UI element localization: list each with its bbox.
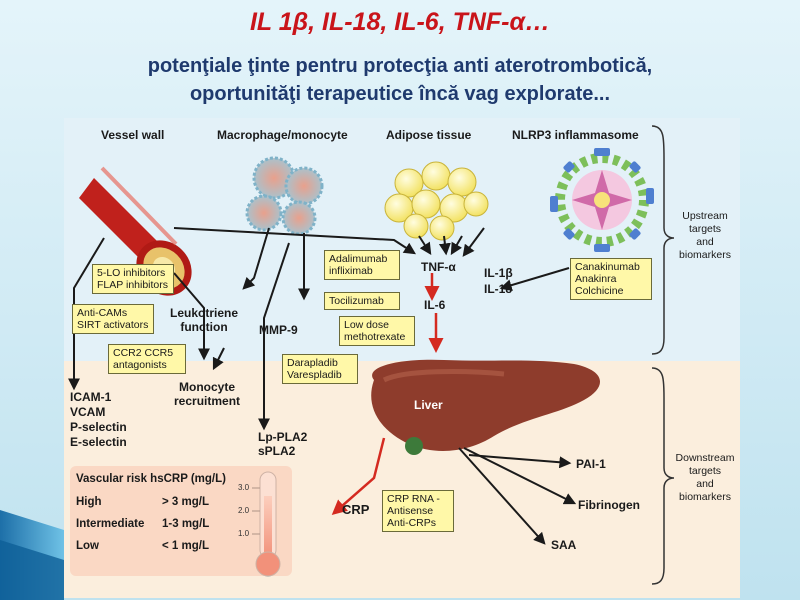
brackets: [651, 125, 675, 585]
il6-label: IL-6: [424, 298, 446, 312]
slide-subtitle: potenţiale ţinte pentru protecţia anti a…: [0, 52, 800, 108]
vessel-wall-label: Vessel wall: [101, 128, 165, 142]
il1-beta-label: IL-1β: [484, 266, 513, 280]
saa-label: SAA: [551, 538, 577, 552]
risk-level-intermediate: Intermediate: [76, 518, 145, 530]
risk-value-intermediate: 1-3 mg/L: [162, 518, 210, 530]
thermometer-tick-2: 2.0: [238, 506, 250, 515]
risk-level-low: Low: [76, 540, 99, 552]
black-arrows: [68, 227, 577, 545]
subtitle-line-1: potenţiale ţinte pentru protecţia anti a…: [147, 55, 653, 77]
thermometer-tick-3: 3.0: [238, 483, 250, 492]
risk-level-high: High: [76, 496, 102, 508]
inflammation-pathway-figure: Vessel wall Macrophage/monocyte Adipose …: [64, 118, 740, 598]
thermometer-tick-1: 1.0: [238, 529, 250, 538]
macrophage-label: Macrophage/monocyte: [217, 128, 348, 142]
liver-label: Liver: [414, 398, 443, 412]
tnf-alpha-label: TNF-α: [421, 260, 456, 274]
risk-table-background: [70, 466, 292, 576]
slide-title: IL 1β, IL-18, IL-6, TNF-α…: [249, 8, 551, 36]
nlrp3-label: NLRP3 inflammasome: [512, 128, 639, 142]
risk-table-header: Vascular risk hsCRP (mg/L): [76, 473, 226, 485]
il18-label: IL-18: [484, 282, 513, 296]
liver-image: [371, 359, 601, 455]
pathway-diagram: [64, 118, 740, 598]
crp-label: CRP: [342, 502, 370, 517]
fibrinogen-label: Fibrinogen: [578, 498, 640, 512]
macrophage-cells-image: [245, 156, 324, 236]
adipose-tissue-label: Adipose tissue: [386, 128, 472, 142]
mmp9-label: MMP-9: [259, 323, 298, 337]
red-arrows: [331, 273, 444, 515]
adipose-tissue-image: [384, 161, 489, 241]
nlrp3-inflammasome-image: [550, 148, 654, 252]
risk-value-high: > 3 mg/L: [162, 496, 209, 508]
pai1-label: PAI-1: [576, 457, 606, 471]
tocilizumab-box: Tocilizumab: [324, 292, 400, 310]
risk-value-low: < 1 mg/L: [162, 540, 209, 552]
subtitle-line-2: oportunităţi terapeutice încă vag explor…: [189, 83, 611, 105]
